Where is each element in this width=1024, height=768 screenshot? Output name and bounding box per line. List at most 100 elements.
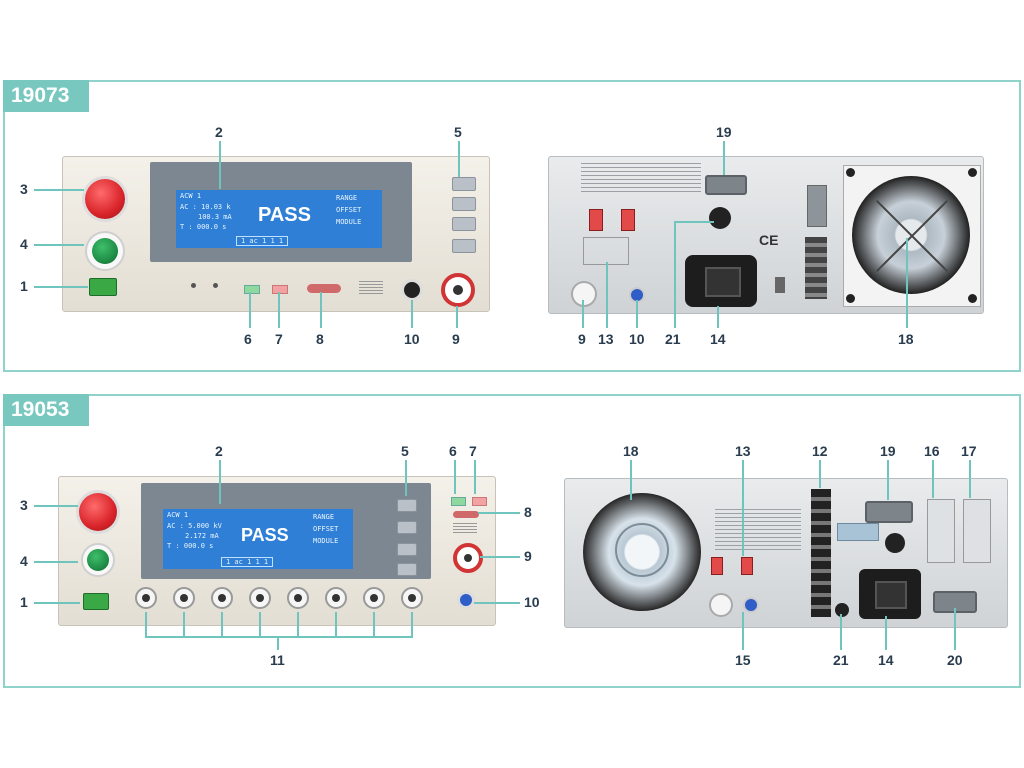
interface-slot [775, 277, 785, 293]
callout-line [723, 141, 725, 175]
pass-indicator [244, 285, 260, 294]
hv-output-rear [571, 281, 597, 307]
callout-line [411, 612, 413, 638]
lcd-line-3: T : 000.0 s [167, 542, 214, 550]
callout-21: 21 [833, 652, 849, 668]
fan-icon [583, 493, 705, 611]
menu-item: RANGE [313, 513, 335, 521]
callout-line [969, 460, 971, 498]
callout-line [34, 505, 78, 507]
channel-terminal [287, 587, 309, 609]
ce-mark-icon: CE [759, 232, 779, 248]
callout-14: 14 [878, 652, 894, 668]
return-terminal [401, 279, 423, 301]
display-bezel: ACW 1 AC : 5.000 kV 2.172 mA T : 000.0 s… [141, 483, 431, 579]
callout-6: 6 [244, 331, 252, 347]
ground-terminal [835, 603, 849, 617]
callout-2: 2 [215, 443, 223, 459]
callout-8: 8 [524, 504, 532, 520]
voltage-selector-switch [711, 557, 723, 575]
channel-terminal [135, 587, 157, 609]
callout-7: 7 [469, 443, 477, 459]
indicator-led [191, 283, 196, 288]
power-inlet-icon [859, 569, 921, 619]
callout-line [219, 460, 221, 504]
callout-line [478, 512, 520, 514]
callout-line [474, 602, 520, 604]
callout-line [582, 300, 584, 328]
fuse-holder [885, 533, 905, 553]
channel-terminal [401, 587, 423, 609]
pass-text: PASS [258, 204, 311, 226]
warning-text-block [581, 163, 701, 195]
callout-line [887, 460, 889, 500]
callout-2: 2 [215, 124, 223, 140]
model-tab: 19053 [3, 394, 89, 426]
callout-18: 18 [898, 331, 914, 347]
callout-line [474, 460, 476, 494]
serial-port-icon [865, 501, 913, 523]
channel-terminal [249, 587, 271, 609]
callout-13: 13 [735, 443, 751, 459]
warning-label [359, 281, 383, 295]
buzzer-grille [453, 511, 479, 518]
callout-line [742, 612, 744, 650]
status-bar: 1 ac 1 1 1 [236, 236, 289, 246]
callout-10: 10 [404, 331, 420, 347]
callout-line [456, 306, 458, 328]
callout-line [717, 306, 719, 328]
callout-12: 12 [812, 443, 828, 459]
lcd-mode: ACW 1 [167, 511, 189, 519]
callout-line [249, 292, 251, 328]
callout-14: 14 [710, 331, 726, 347]
test-button [85, 231, 125, 271]
buzzer-grille [307, 284, 341, 293]
callout-21: 21 [665, 331, 681, 347]
callout-line [335, 612, 337, 638]
lcd-line-2: 2.172 mA [185, 532, 219, 540]
menu-button [397, 563, 417, 576]
callout-line [932, 460, 934, 498]
reset-button [79, 493, 117, 531]
callout-15: 15 [735, 652, 751, 668]
callout-line [458, 141, 460, 177]
menu-button [452, 177, 476, 191]
lcd-display: ACW 1 AC : 5.000 kV 2.172 mA T : 000.0 s… [163, 509, 353, 569]
lcd-mode: ACW 1 [180, 192, 202, 200]
callout-line [630, 460, 632, 500]
model-tab: 19073 [3, 80, 89, 112]
callout-line [606, 262, 608, 328]
return-terminal [457, 591, 475, 609]
pass-indicator [451, 497, 466, 506]
power-inlet-icon [685, 255, 757, 307]
voltage-selector-switch [589, 209, 603, 231]
callout-5: 5 [401, 443, 409, 459]
callout-7: 7 [275, 331, 283, 347]
callout-3: 3 [20, 497, 28, 513]
rear-panel-device: CE [548, 156, 984, 314]
callout-line [34, 561, 78, 563]
callout-line [221, 612, 223, 638]
menu-button [452, 197, 476, 211]
callout-6: 6 [449, 443, 457, 459]
callout-line [885, 616, 887, 650]
callout-13: 13 [598, 331, 614, 347]
callout-line [405, 460, 407, 496]
lcd-line-3: T : 000.0 s [180, 223, 227, 231]
lcd-line-1: AC : 10.03 k [180, 203, 231, 211]
callout-line [34, 286, 88, 288]
channel-terminal [325, 587, 347, 609]
callout-line [219, 141, 221, 189]
callout-line [34, 189, 84, 191]
lcd-line-1: AC : 5.000 kV [167, 522, 222, 530]
callout-line [411, 300, 413, 328]
terminal-block [805, 237, 827, 299]
hv-output-terminal [441, 273, 475, 307]
callout-4: 4 [20, 236, 28, 252]
callout-line [674, 221, 714, 223]
callout-line [34, 602, 80, 604]
interface-slot [837, 523, 879, 541]
callout-line [454, 460, 456, 494]
callout-line [742, 460, 744, 556]
fail-indicator [472, 497, 487, 506]
